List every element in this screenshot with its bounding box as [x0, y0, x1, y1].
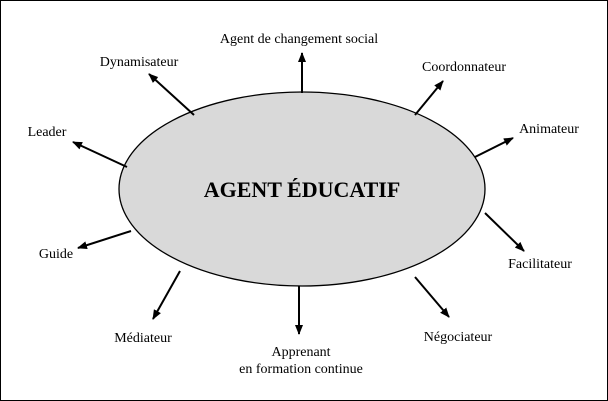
arrow-coordonnateur [414, 80, 444, 116]
center-label: AGENT ÉDUCATIF [204, 177, 401, 202]
arrow-dynamisateur [148, 73, 195, 116]
label-apprenant-line1: Apprenant [271, 345, 330, 360]
label-leader: Leader [28, 125, 67, 140]
label-negociateur: Négociateur [424, 330, 493, 345]
arrow-mediateur [152, 270, 181, 320]
label-animateur: Animateur [519, 122, 579, 137]
arrow-guide [77, 230, 132, 250]
arrow-leader [72, 141, 128, 168]
label-coordonnateur: Coordonnateur [422, 60, 506, 75]
label-dynamisateur: Dynamisateur [100, 55, 179, 70]
label-apprenant-line2: en formation continue [239, 362, 363, 377]
label-guide: Guide [39, 247, 73, 262]
label-agent-changement: Agent de changement social [220, 32, 378, 47]
label-facilitateur: Facilitateur [508, 257, 572, 272]
arrow-animateur [474, 137, 514, 158]
label-mediateur: Médiateur [114, 331, 172, 346]
arrow-facilitateur [484, 212, 525, 252]
arrow-negociateur [414, 276, 450, 318]
